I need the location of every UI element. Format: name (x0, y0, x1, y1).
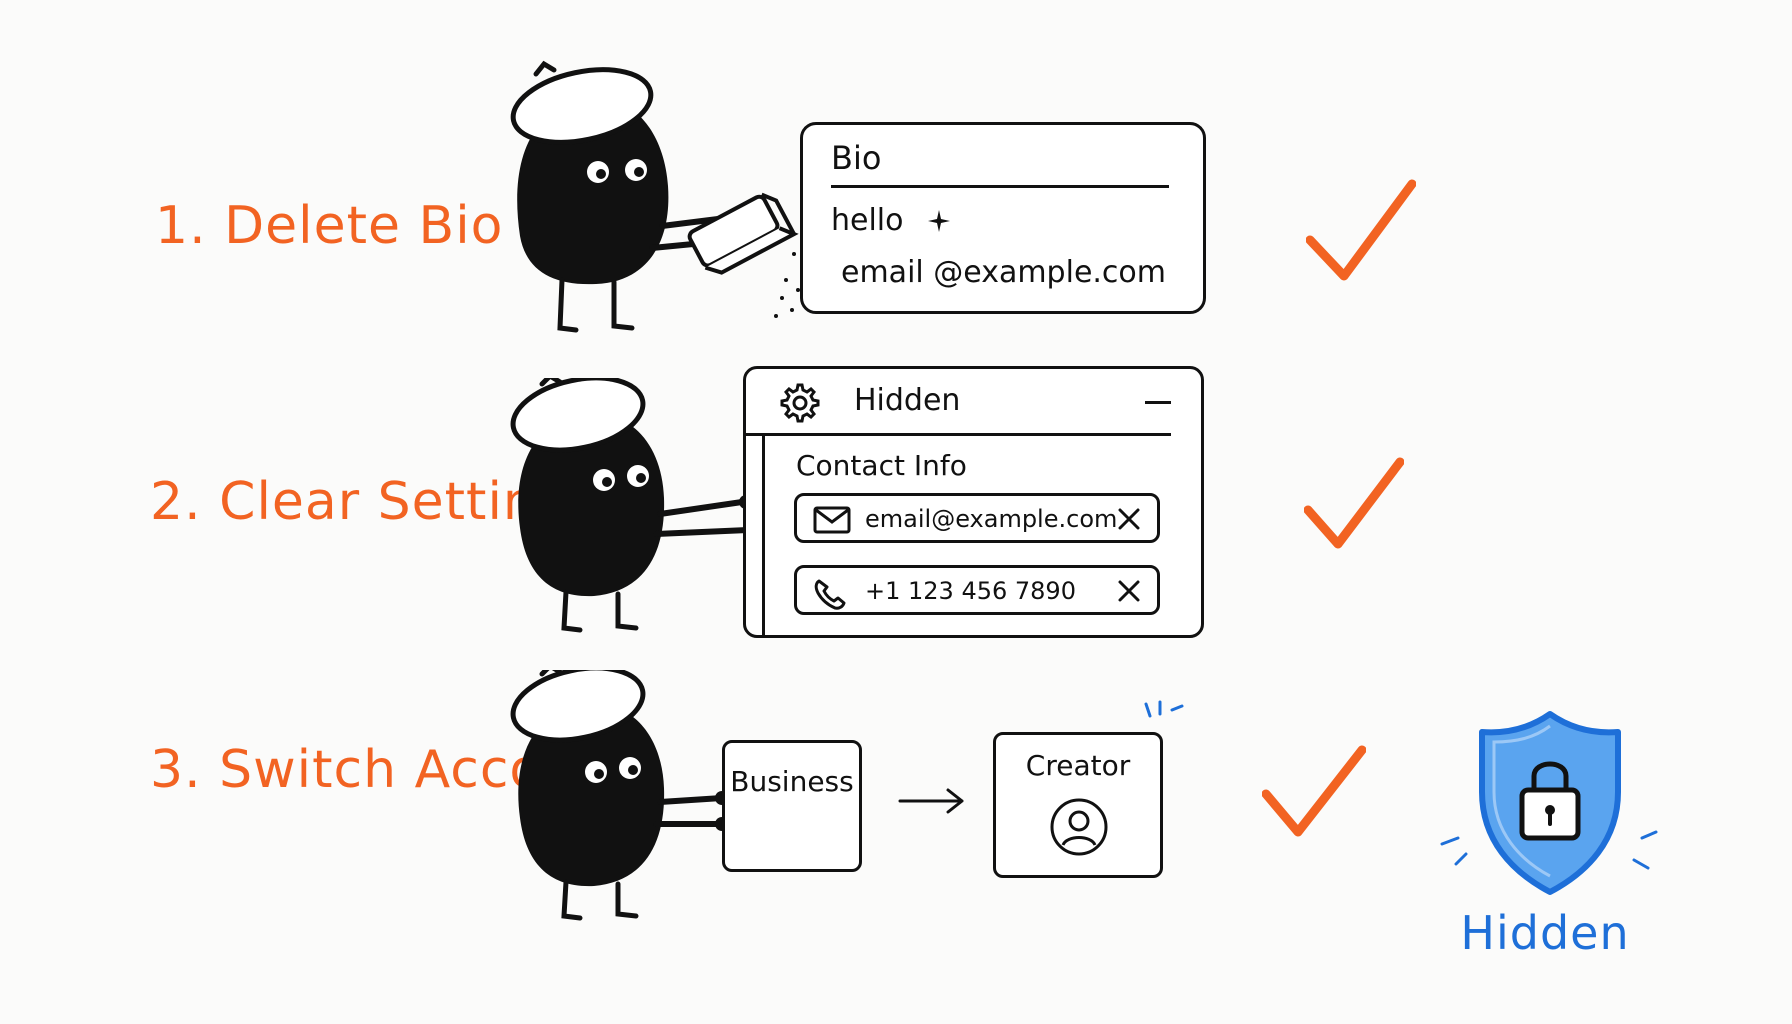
checkmark-icon (1303, 456, 1405, 554)
sparkle-icon (927, 209, 951, 237)
character-eraser (496, 58, 826, 340)
close-icon[interactable] (1117, 579, 1141, 607)
business-label: Business (730, 765, 854, 798)
checkmark-icon (1261, 744, 1367, 842)
settings-panel: Hidden Contact Info email@example.com +1… (743, 366, 1204, 638)
creator-account-card[interactable]: Creator (993, 732, 1163, 878)
close-icon[interactable] (1117, 507, 1141, 535)
minimize-button[interactable] (1145, 401, 1171, 404)
step-1-label: 1. Delete Bio (155, 196, 504, 256)
character-account (500, 670, 740, 926)
shield-lock-icon (1436, 708, 1664, 902)
panel-header-divider (746, 433, 1171, 436)
email-field[interactable]: email@example.com (794, 493, 1160, 543)
business-account-card[interactable]: Business (722, 740, 862, 872)
contact-info-heading: Contact Info (796, 449, 967, 482)
bio-divider (831, 185, 1169, 188)
status-label: Hidden (1460, 906, 1630, 960)
bio-email-line: email @example.com (841, 255, 1167, 290)
bio-title: Bio (831, 139, 882, 177)
checkmark-icon (1305, 178, 1417, 288)
settings-title: Hidden (854, 383, 961, 418)
gear-icon[interactable] (774, 379, 822, 431)
phone-value: +1 123 456 7890 (865, 577, 1076, 605)
bio-card: Bio hello email @example.com (800, 122, 1206, 314)
character-settings (500, 378, 760, 638)
panel-inner-border (762, 435, 765, 635)
creator-label: Creator (1025, 749, 1131, 782)
phone-icon (813, 578, 847, 614)
bio-text-line: hello (831, 203, 904, 238)
user-avatar-icon (1049, 797, 1109, 861)
mail-icon (813, 506, 851, 538)
arrow-right-icon (898, 786, 968, 820)
email-value: email@example.com (865, 505, 1118, 533)
phone-field[interactable]: +1 123 456 7890 (794, 565, 1160, 615)
highlight-burst-icon (1138, 700, 1188, 744)
